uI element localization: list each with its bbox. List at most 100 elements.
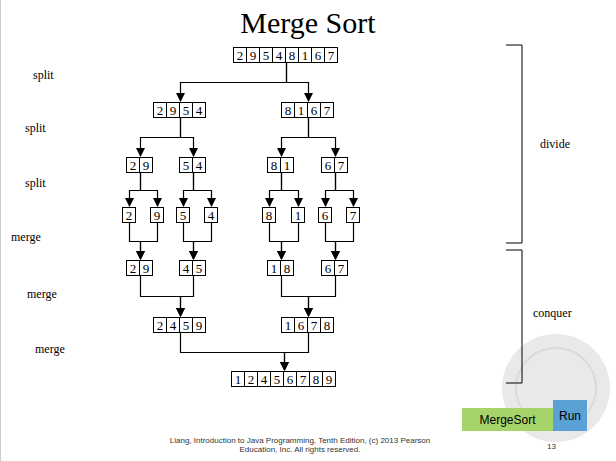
step-label: split <box>25 176 46 191</box>
tree-connector <box>141 118 181 156</box>
array-cell: 6 <box>283 371 297 387</box>
tree-connector <box>184 223 194 259</box>
array-cell: 2 <box>126 157 140 173</box>
array-box: 9 <box>150 207 164 223</box>
array-cell: 2 <box>244 371 258 387</box>
array-cell: 4 <box>166 317 180 333</box>
array-cell: 9 <box>322 371 336 387</box>
button-label: Run <box>559 409 581 423</box>
tree-connector <box>270 223 282 259</box>
array-cell: 6 <box>318 207 332 223</box>
divide-bracket <box>506 45 522 243</box>
array-cell: 2 <box>153 102 167 118</box>
array-box: 7 <box>346 207 360 223</box>
array-box: 29548167 <box>233 47 338 63</box>
array-cell: 7 <box>296 371 310 387</box>
array-box: 81 <box>267 157 294 173</box>
array-box: 2954 <box>153 102 206 118</box>
array-cell: 7 <box>307 317 321 333</box>
tree-connector <box>270 173 282 206</box>
tree-connector <box>181 333 285 370</box>
array-box: 29 <box>126 157 153 173</box>
array-box: 67 <box>321 260 348 276</box>
step-label: split <box>25 121 46 136</box>
array-box: 8 <box>262 207 276 223</box>
array-cell: 7 <box>334 157 348 173</box>
array-cell: 9 <box>166 102 180 118</box>
tree-connector <box>194 223 212 259</box>
phase-label: conquer <box>533 306 572 321</box>
array-cell: 6 <box>321 157 335 173</box>
conquer-bracket <box>506 250 522 383</box>
array-cell: 8 <box>267 157 281 173</box>
array-cell: 5 <box>179 317 193 333</box>
array-box: 18 <box>267 260 294 276</box>
slide-number: 13 <box>547 442 556 451</box>
array-cell: 6 <box>311 47 325 63</box>
tree-connector <box>130 173 141 206</box>
array-cell: 9 <box>192 317 206 333</box>
array-cell: 2 <box>122 207 136 223</box>
array-cell: 8 <box>262 207 276 223</box>
array-cell: 7 <box>334 260 348 276</box>
array-cell: 1 <box>294 102 308 118</box>
slide-title: Merge Sort <box>0 6 616 40</box>
array-cell: 5 <box>176 207 190 223</box>
array-cell: 6 <box>321 260 335 276</box>
array-box: 4 <box>204 207 218 223</box>
array-cell: 5 <box>179 157 193 173</box>
copyright-footer: Liang, Introduction to Java Programming,… <box>150 436 450 454</box>
step-label: merge <box>11 230 41 245</box>
array-cell: 8 <box>281 102 295 118</box>
step-label: split <box>33 68 54 83</box>
tree-connector <box>141 173 158 206</box>
run-button: Run <box>553 400 587 431</box>
array-cell: 5 <box>270 371 284 387</box>
tree-connector <box>141 223 158 259</box>
tree-connector <box>282 223 299 259</box>
tree-connector <box>130 223 141 259</box>
tree-connector <box>309 276 336 316</box>
array-box: 45 <box>179 260 206 276</box>
array-box: 6 <box>318 207 332 223</box>
phase-label: divide <box>540 137 570 152</box>
array-cell: 7 <box>324 47 338 63</box>
array-cell: 7 <box>346 207 360 223</box>
array-box: 29 <box>126 260 153 276</box>
tree-connector <box>184 173 194 206</box>
tree-connector <box>285 333 309 370</box>
array-box: 8167 <box>281 102 334 118</box>
tree-connector <box>282 173 299 206</box>
array-cell: 2 <box>233 47 247 63</box>
array-cell: 8 <box>280 260 294 276</box>
array-cell: 1 <box>231 371 245 387</box>
array-cell: 1 <box>281 317 295 333</box>
tree-connector <box>336 223 354 259</box>
array-cell: 8 <box>285 47 299 63</box>
step-label: merge <box>27 287 57 302</box>
array-cell: 8 <box>309 371 323 387</box>
array-box: 2459 <box>153 317 206 333</box>
array-cell: 9 <box>139 260 153 276</box>
array-cell: 5 <box>192 260 206 276</box>
slide-frame <box>0 0 1 461</box>
tree-connector <box>181 276 194 316</box>
tree-connector <box>282 276 309 316</box>
array-cell: 4 <box>192 157 206 173</box>
array-box: 1678 <box>281 317 334 333</box>
array-cell: 1 <box>280 157 294 173</box>
tree-connector <box>326 173 336 206</box>
array-cell: 6 <box>294 317 308 333</box>
tree-connector <box>282 118 309 156</box>
array-box: 5 <box>176 207 190 223</box>
array-cell: 7 <box>320 102 334 118</box>
run-button: MergeSort <box>462 408 553 431</box>
array-cell: 4 <box>272 47 286 63</box>
array-box: 54 <box>179 157 206 173</box>
array-box: 12456789 <box>231 371 336 387</box>
tree-connector <box>287 63 309 101</box>
tree-connector <box>309 118 336 156</box>
array-cell: 2 <box>153 317 167 333</box>
